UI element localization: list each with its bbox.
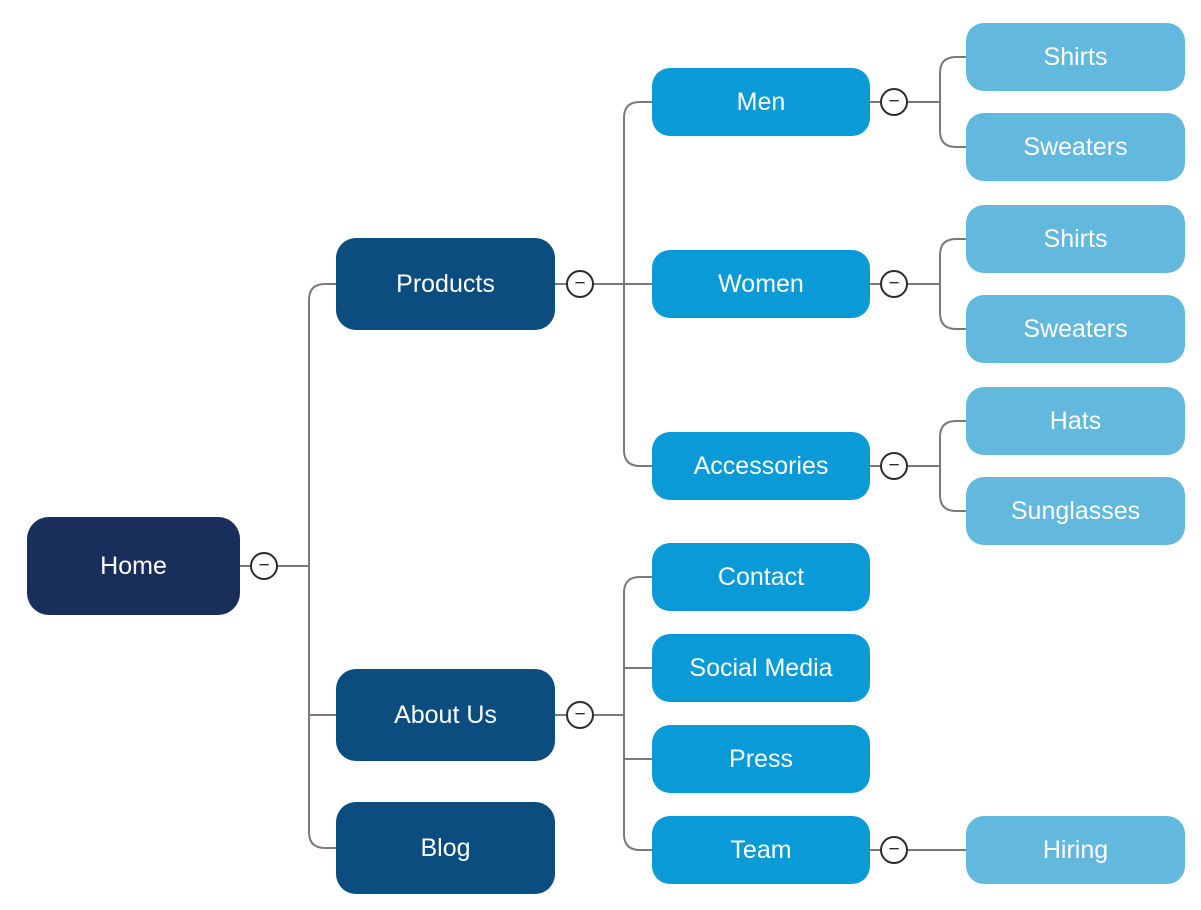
- minus-icon: −: [574, 272, 586, 294]
- collapse-button-about-us[interactable]: −: [566, 701, 594, 729]
- node-women[interactable]: Women: [652, 250, 870, 318]
- node-press[interactable]: Press: [652, 725, 870, 793]
- node-men-label: Men: [736, 87, 786, 116]
- collapse-button-accessories[interactable]: −: [880, 452, 908, 480]
- node-men[interactable]: Men: [652, 68, 870, 136]
- node-women-shirts[interactable]: Shirts: [966, 205, 1185, 273]
- node-men-shirts-label: Shirts: [1043, 42, 1108, 71]
- node-press-label: Press: [729, 744, 793, 773]
- node-men-sweaters-label: Sweaters: [1023, 132, 1128, 161]
- node-products[interactable]: Products: [336, 238, 555, 330]
- node-women-sweaters[interactable]: Sweaters: [966, 295, 1185, 363]
- node-team[interactable]: Team: [652, 816, 870, 884]
- node-home[interactable]: Home: [27, 517, 240, 615]
- minus-icon: −: [888, 454, 900, 476]
- node-blog-label: Blog: [420, 833, 471, 862]
- node-hats[interactable]: Hats: [966, 387, 1185, 455]
- node-women-label: Women: [718, 269, 804, 298]
- node-blog[interactable]: Blog: [336, 802, 555, 894]
- collapse-button-women[interactable]: −: [880, 270, 908, 298]
- node-team-label: Team: [730, 835, 792, 864]
- collapse-button-products[interactable]: −: [566, 270, 594, 298]
- node-accessories[interactable]: Accessories: [652, 432, 870, 500]
- node-contact-label: Contact: [717, 562, 805, 591]
- node-women-sweaters-label: Sweaters: [1023, 314, 1128, 343]
- node-sunglasses-label: Sunglasses: [1010, 496, 1141, 525]
- minus-icon: −: [888, 838, 900, 860]
- node-men-shirts[interactable]: Shirts: [966, 23, 1185, 91]
- minus-icon: −: [888, 90, 900, 112]
- node-about-us-label: About Us: [394, 700, 497, 729]
- node-contact[interactable]: Contact: [652, 543, 870, 611]
- collapse-button-team[interactable]: −: [880, 836, 908, 864]
- node-hats-label: Hats: [1049, 406, 1102, 435]
- node-hiring-label: Hiring: [1042, 835, 1109, 864]
- node-about-us[interactable]: About Us: [336, 669, 555, 761]
- node-home-label: Home: [100, 551, 167, 580]
- collapse-button-home[interactable]: −: [250, 552, 278, 580]
- node-hiring[interactable]: Hiring: [966, 816, 1185, 884]
- minus-icon: −: [888, 272, 900, 294]
- node-women-shirts-label: Shirts: [1043, 224, 1108, 253]
- minus-icon: −: [258, 554, 270, 576]
- collapse-button-men[interactable]: −: [880, 88, 908, 116]
- node-sunglasses[interactable]: Sunglasses: [966, 477, 1185, 545]
- node-products-label: Products: [396, 269, 495, 298]
- node-social-media[interactable]: Social Media: [652, 634, 870, 702]
- minus-icon: −: [574, 703, 586, 725]
- node-social-media-label: Social Media: [689, 653, 833, 682]
- node-men-sweaters[interactable]: Sweaters: [966, 113, 1185, 181]
- node-accessories-label: Accessories: [693, 451, 829, 480]
